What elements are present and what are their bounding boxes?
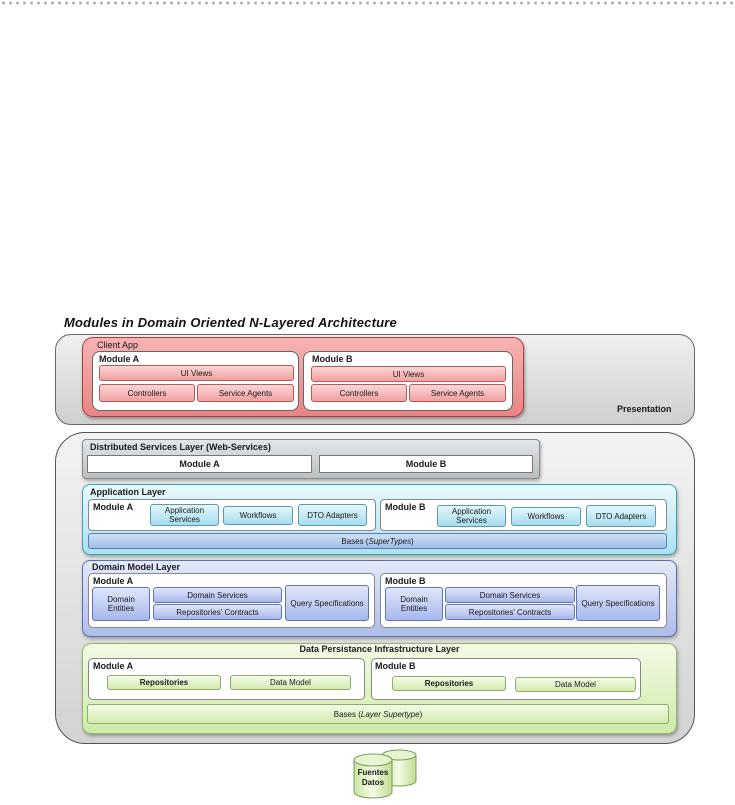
persistence-module-a-label: Module A xyxy=(93,661,134,671)
database-cylinders-icon xyxy=(353,749,417,799)
repositories-box: Repositories xyxy=(392,676,506,691)
application-bases-bar: Bases (SuperTypes) xyxy=(88,533,667,549)
distributed-module-b: Module B xyxy=(319,455,533,473)
dto-adapters-box: DTO Adapters xyxy=(298,504,367,526)
data-sources-icon xyxy=(352,748,422,800)
workflows-box: Workflows xyxy=(511,507,581,526)
data-persistence-layer-label: Data Persistance Infrastructure Layer xyxy=(299,644,460,654)
data-model-box: Data Model xyxy=(230,675,351,690)
domain-module-a-label: Module A xyxy=(93,576,134,586)
domain-entities-box: Domain Entities xyxy=(92,587,150,621)
query-specifications-box: Query Specifications xyxy=(285,585,369,621)
data-sources-label-line1: Fuentes xyxy=(357,768,389,777)
domain-entities-box: Domain Entities xyxy=(385,587,443,621)
repositories-contracts-box: Repositories' Contracts xyxy=(153,604,282,620)
controllers-box: Controllers xyxy=(311,384,407,402)
dto-adapters-box: DTO Adapters xyxy=(586,505,656,527)
client-app-label: Client App xyxy=(97,340,139,350)
client-module-b-label: Module B xyxy=(312,354,353,364)
controllers-box: Controllers xyxy=(99,384,195,402)
application-services-box: Application Services xyxy=(437,505,506,527)
repositories-contracts-box: Repositories' Contracts xyxy=(445,604,575,620)
application-layer-label: Application Layer xyxy=(90,487,166,497)
repositories-box: Repositories xyxy=(107,675,221,690)
query-specifications-box: Query Specifications xyxy=(576,585,660,621)
ui-views-box: UI Views xyxy=(311,366,506,382)
service-agents-box: Service Agents xyxy=(197,384,294,402)
workflows-box: Workflows xyxy=(223,506,293,525)
domain-services-box: Domain Services xyxy=(445,587,575,603)
domain-model-layer-label: Domain Model Layer xyxy=(92,562,181,572)
client-module-a-label: Module A xyxy=(99,354,140,364)
persistence-module-b-label: Module B xyxy=(375,661,416,671)
domain-module-b-label: Module B xyxy=(385,576,426,586)
presentation-label: Presentation xyxy=(617,404,672,414)
service-agents-box: Service Agents xyxy=(409,384,506,402)
persistence-bases-italic: Layer Supertype xyxy=(360,709,420,719)
persistence-bases-prefix: Bases ( xyxy=(333,709,361,719)
ui-views-box: UI Views xyxy=(99,365,294,381)
data-sources-label-line2: Datos xyxy=(361,778,385,787)
application-services-box: Application Services xyxy=(150,504,219,526)
application-module-a-label: Module A xyxy=(93,502,134,512)
diagram-title: Modules in Domain Oriented N-Layered Arc… xyxy=(64,315,397,330)
application-bases-suffix: ) xyxy=(411,536,414,546)
persistence-bases-suffix: ) xyxy=(419,709,423,719)
domain-services-box: Domain Services xyxy=(153,587,282,603)
data-sources-label: Fuentes Datos xyxy=(354,768,392,788)
distributed-services-label: Distributed Services Layer (Web-Services… xyxy=(90,442,271,452)
application-bases-prefix: Bases ( xyxy=(341,536,369,546)
application-module-b-label: Module B xyxy=(385,502,426,512)
data-model-box: Data Model xyxy=(515,677,636,692)
persistence-bases-bar: Bases (Layer Supertype) xyxy=(87,704,669,724)
application-bases-italic: SuperTypes xyxy=(368,536,411,546)
dotted-top-border xyxy=(0,0,735,6)
distributed-module-a: Module A xyxy=(87,455,312,473)
